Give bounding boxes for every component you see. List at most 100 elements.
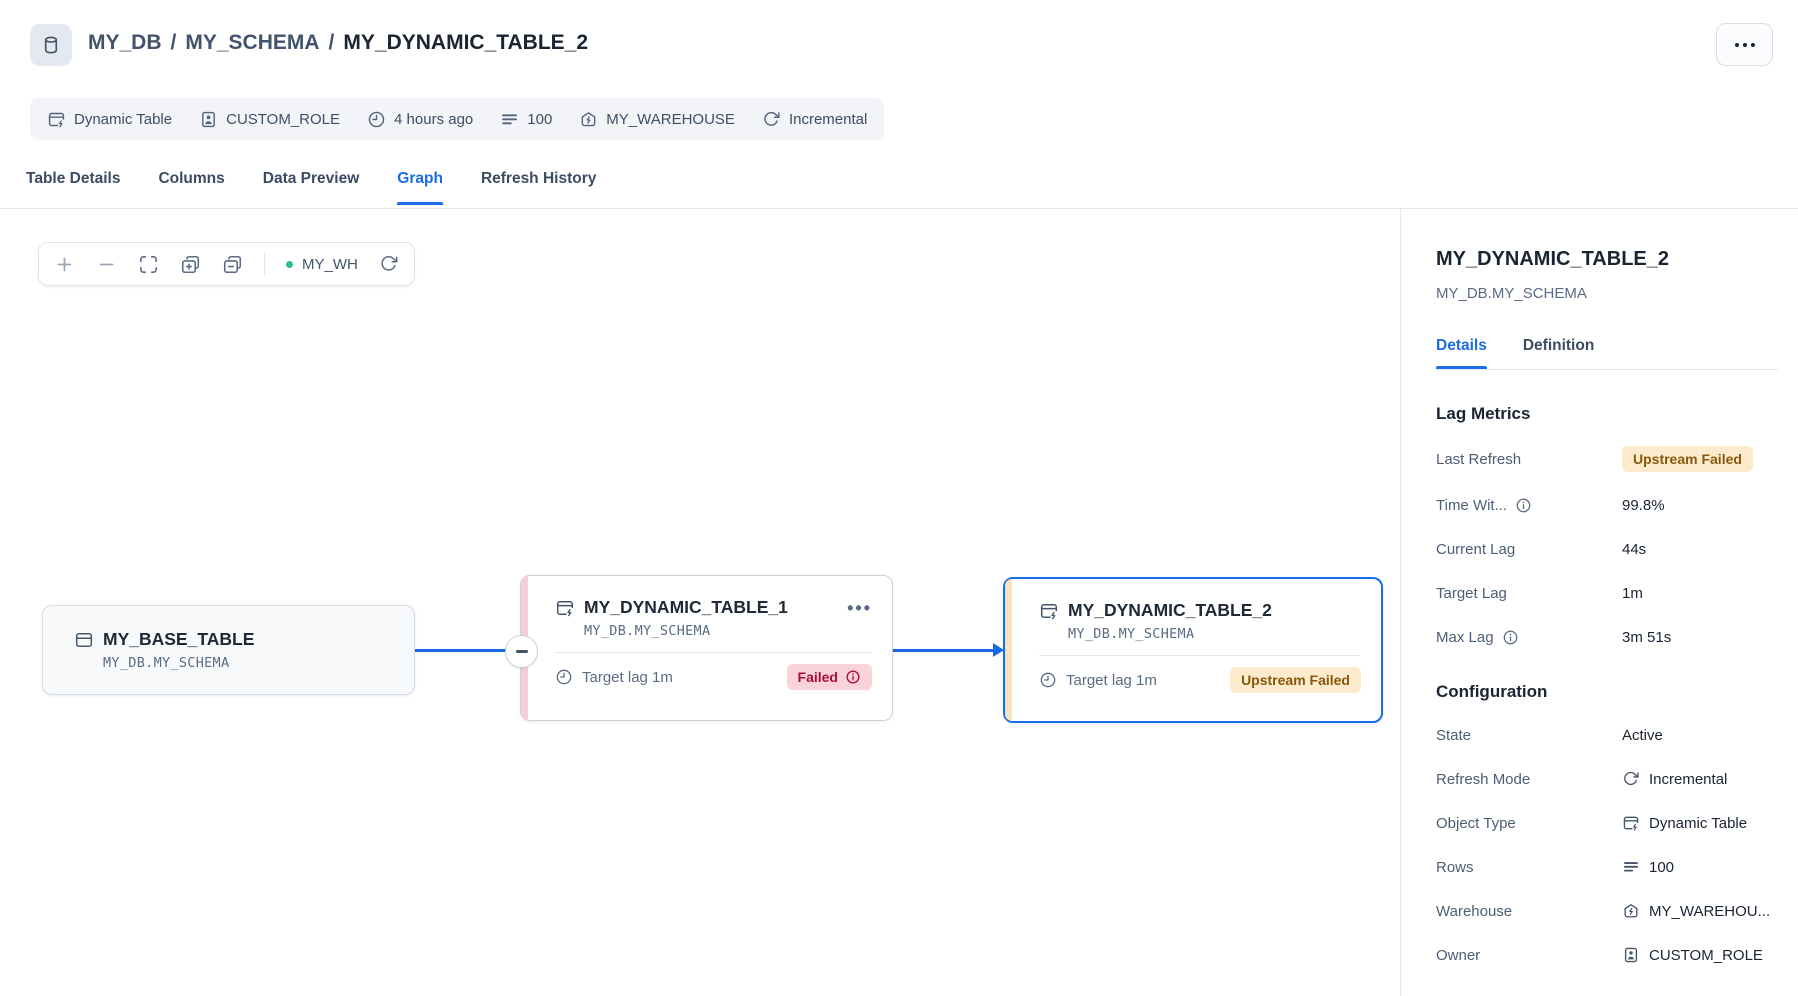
zoom-out-button[interactable] bbox=[96, 254, 117, 275]
info-icon[interactable] bbox=[1515, 497, 1532, 514]
node-target-lag: Target lag 1m bbox=[1066, 671, 1157, 689]
row-max-lag: Max Lag 3m 51s bbox=[1436, 628, 1672, 646]
meta-owner-role: CUSTOM_ROLE bbox=[199, 110, 340, 129]
node-schema: MY_DB.MY_SCHEMA bbox=[584, 623, 711, 639]
graph-node-dynamic-table-1[interactable]: MY_DYNAMIC_TABLE_1 ••• MY_DB.MY_SCHEMA T… bbox=[520, 575, 893, 721]
dynamic-table-icon bbox=[555, 598, 575, 618]
row-object-type: Object Type Dynamic Table bbox=[1436, 814, 1748, 832]
edge-arrowhead bbox=[993, 643, 1004, 657]
tab-graph[interactable]: Graph bbox=[397, 170, 443, 205]
meta-object-type: Dynamic Table bbox=[47, 110, 172, 129]
expand-all-button[interactable] bbox=[180, 254, 201, 275]
graph-toolbar: MY_WH bbox=[38, 242, 415, 286]
node-name: MY_DYNAMIC_TABLE_2 bbox=[1068, 600, 1272, 620]
dynamic-table-icon bbox=[47, 110, 66, 129]
row-time-within-target: Time Wit... 99.8% bbox=[1436, 496, 1665, 514]
panel-title: MY_DYNAMIC_TABLE_2 bbox=[1436, 248, 1669, 270]
graph-node-dynamic-table-2[interactable]: MY_DYNAMIC_TABLE_2 MY_DB.MY_SCHEMA Targe… bbox=[1003, 577, 1383, 723]
dynamic-table-icon bbox=[1039, 601, 1059, 621]
node-schema: MY_DB.MY_SCHEMA bbox=[1068, 626, 1195, 642]
breadcrumb-separator: / bbox=[170, 31, 177, 54]
breadcrumb-database[interactable]: MY_DB bbox=[88, 31, 162, 54]
panel-tabs: Details Definition bbox=[1436, 337, 1778, 370]
node-name: MY_DYNAMIC_TABLE_1 bbox=[584, 597, 788, 617]
fit-screen-icon bbox=[138, 254, 159, 275]
panel-tab-definition[interactable]: Definition bbox=[1522, 337, 1595, 354]
configuration-heading: Configuration bbox=[1436, 682, 1548, 701]
zoom-in-button[interactable] bbox=[54, 254, 75, 275]
warehouse-selector[interactable]: MY_WH bbox=[286, 256, 358, 273]
meta-last-updated: 4 hours ago bbox=[367, 110, 473, 129]
clock-icon bbox=[367, 110, 386, 129]
tab-table-details[interactable]: Table Details bbox=[26, 170, 121, 187]
more-actions-button[interactable] bbox=[1716, 23, 1773, 66]
node-schema: MY_DB.MY_SCHEMA bbox=[103, 655, 230, 671]
edge-dt1-to-dt2 bbox=[893, 649, 994, 652]
expand-all-icon bbox=[180, 254, 201, 275]
collapse-all-button[interactable] bbox=[222, 254, 243, 275]
lineage-graph-canvas[interactable]: MY_WH MY_BASE_TABLE MY_DB.MY_SCHEMA bbox=[0, 209, 1401, 996]
meta-row-count: 100 bbox=[500, 110, 552, 129]
refresh-icon bbox=[762, 110, 781, 129]
info-icon[interactable] bbox=[1502, 629, 1519, 646]
row-target-lag: Target Lag 1m bbox=[1436, 584, 1643, 602]
more-icon bbox=[1734, 42, 1739, 47]
minus-icon bbox=[515, 650, 528, 653]
role-icon bbox=[1622, 946, 1640, 964]
row-warehouse: Warehouse MY_WAREHOU... bbox=[1436, 902, 1771, 920]
breadcrumb-schema[interactable]: MY_SCHEMA bbox=[185, 31, 320, 54]
tab-columns[interactable]: Columns bbox=[158, 170, 225, 187]
status-badge-upstream-failed: Upstream Failed bbox=[1622, 446, 1753, 472]
refresh-graph-button[interactable] bbox=[379, 254, 399, 274]
node-divider bbox=[555, 652, 871, 653]
page-title: MY_DYNAMIC_TABLE_2 bbox=[343, 31, 589, 54]
row-owner: Owner CUSTOM_ROLE bbox=[1436, 946, 1763, 964]
warehouse-name: MY_WH bbox=[302, 255, 358, 273]
graph-node-base-table[interactable]: MY_BASE_TABLE MY_DB.MY_SCHEMA bbox=[42, 605, 415, 695]
row-last-refresh: Last Refresh Upstream Failed bbox=[1436, 446, 1778, 472]
status-badge-failed[interactable]: Failed bbox=[786, 664, 872, 690]
status-badge-upstream-failed: Upstream Failed bbox=[1230, 667, 1361, 693]
clock-icon bbox=[1039, 671, 1057, 689]
edge-base-to-dt1 bbox=[415, 649, 507, 652]
database-icon bbox=[40, 34, 62, 56]
node-target-lag: Target lag 1m bbox=[582, 668, 673, 686]
clock-icon bbox=[555, 668, 573, 686]
rows-icon bbox=[500, 110, 519, 129]
object-metadata-bar: Dynamic Table CUSTOM_ROLE 4 hours ago 10… bbox=[30, 98, 885, 140]
page-tabs: Table Details Columns Data Preview Graph… bbox=[26, 170, 596, 205]
node-divider bbox=[1039, 655, 1360, 656]
minus-icon bbox=[96, 254, 117, 275]
row-state: State Active bbox=[1436, 726, 1663, 744]
tab-refresh-history[interactable]: Refresh History bbox=[480, 170, 597, 187]
meta-refresh-mode: Incremental bbox=[762, 110, 867, 129]
rows-icon bbox=[1622, 858, 1640, 876]
breadcrumb-separator: / bbox=[328, 31, 335, 54]
node-name: MY_BASE_TABLE bbox=[103, 629, 255, 649]
collapse-upstream-button[interactable] bbox=[505, 635, 538, 668]
row-rows: Rows 100 bbox=[1436, 858, 1675, 876]
dynamic-table-icon bbox=[1622, 814, 1640, 832]
row-current-lag: Current Lag 44s bbox=[1436, 540, 1647, 558]
database-object-icon-box bbox=[30, 24, 72, 66]
meta-warehouse: MY_WAREHOUSE bbox=[579, 110, 735, 129]
warehouse-icon bbox=[1622, 902, 1640, 920]
panel-tab-details[interactable]: Details bbox=[1436, 337, 1487, 369]
row-refresh-mode: Refresh Mode Incremental bbox=[1436, 770, 1728, 788]
details-side-panel: MY_DYNAMIC_TABLE_2 MY_DB.MY_SCHEMA Detai… bbox=[1401, 209, 1798, 996]
info-icon bbox=[845, 669, 861, 685]
refresh-icon bbox=[379, 254, 399, 274]
breadcrumb: MY_DB / MY_SCHEMA / MY_DYNAMIC_TABLE_2 bbox=[88, 31, 588, 55]
refresh-icon bbox=[1622, 770, 1640, 788]
tab-data-preview[interactable]: Data Preview bbox=[262, 170, 360, 187]
plus-icon bbox=[54, 254, 75, 275]
node-more-menu[interactable]: ••• bbox=[847, 597, 872, 618]
panel-schema: MY_DB.MY_SCHEMA bbox=[1436, 285, 1587, 302]
lag-metrics-heading: Lag Metrics bbox=[1436, 404, 1531, 423]
fit-to-view-button[interactable] bbox=[138, 254, 159, 275]
table-icon bbox=[74, 630, 94, 650]
role-icon bbox=[199, 110, 218, 129]
collapse-all-icon bbox=[222, 254, 243, 275]
warehouse-status-dot bbox=[286, 260, 293, 268]
